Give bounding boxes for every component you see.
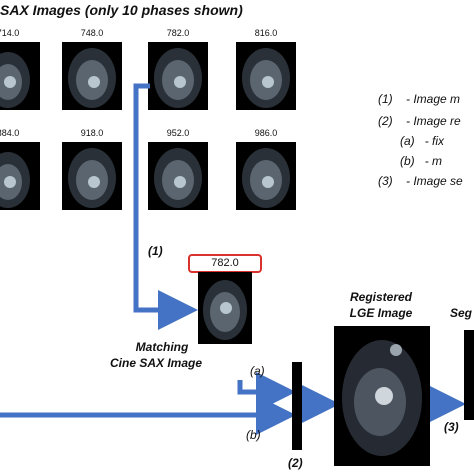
arrow-a — [237, 372, 296, 412]
legend-num: (1) — [378, 92, 393, 106]
registered-lge-image — [334, 326, 430, 466]
matching-phase-label: 782.0 — [188, 254, 262, 273]
legend-text: - m — [424, 154, 443, 168]
cine-image-2 — [62, 42, 122, 110]
figure-title: SAX Images (only 10 phases shown) — [0, 2, 243, 18]
lge-caption-2: LGE Image — [349, 306, 413, 320]
legend-item-3: (a) - fix — [400, 134, 444, 148]
segmentation-image — [464, 330, 474, 420]
phase-label-5: 884.0 — [0, 128, 20, 138]
legend-item-5: (3) - Image se — [378, 174, 463, 188]
step-1-label: (1) — [148, 244, 163, 258]
legend-text: - Image re — [406, 114, 461, 128]
phase-label-1: 714.0 — [0, 28, 20, 38]
legend-num: (2) — [378, 114, 393, 128]
registration-bar — [292, 362, 302, 450]
cine-image-4 — [236, 42, 296, 110]
phase-label-4: 816.0 — [254, 28, 278, 38]
legend-num: (3) — [378, 174, 393, 188]
legend-text: - Image se — [406, 174, 463, 188]
matching-cine-image — [198, 272, 252, 344]
step-3-label: (3) — [444, 420, 459, 434]
seg-caption: Seg — [450, 306, 473, 320]
legend-text: - fix — [424, 134, 445, 148]
cine-image-7 — [148, 142, 208, 210]
cine-image-5 — [0, 142, 40, 210]
lge-caption-1: Registered — [349, 290, 413, 304]
phase-label-2: 748.0 — [80, 28, 104, 38]
step-2-label: (2) — [288, 456, 303, 470]
legend-item-4: (b) - m — [400, 154, 442, 168]
legend-item-1: (1) - Image m — [378, 92, 460, 106]
arrow-step1 — [133, 83, 198, 330]
legend-item-2: (2) - Image re — [378, 114, 461, 128]
legend-num: (b) — [400, 154, 415, 168]
phase-label-8: 986.0 — [254, 128, 278, 138]
cine-image-8 — [236, 142, 296, 210]
legend-text: - Image m — [406, 92, 461, 106]
phase-label-7: 952.0 — [166, 128, 190, 138]
matching-caption-2: Cine SAX Image — [109, 356, 203, 370]
cine-image-1 — [0, 42, 40, 110]
phase-label-6: 918.0 — [80, 128, 104, 138]
phase-label-3: 782.0 — [166, 28, 190, 38]
cine-image-3 — [148, 42, 208, 110]
step-b-label: (b) — [246, 428, 261, 442]
cine-image-6 — [62, 142, 122, 210]
matching-caption-1: Matching — [135, 340, 189, 354]
legend-num: (a) — [400, 134, 415, 148]
step-a-label: (a) — [250, 364, 265, 378]
